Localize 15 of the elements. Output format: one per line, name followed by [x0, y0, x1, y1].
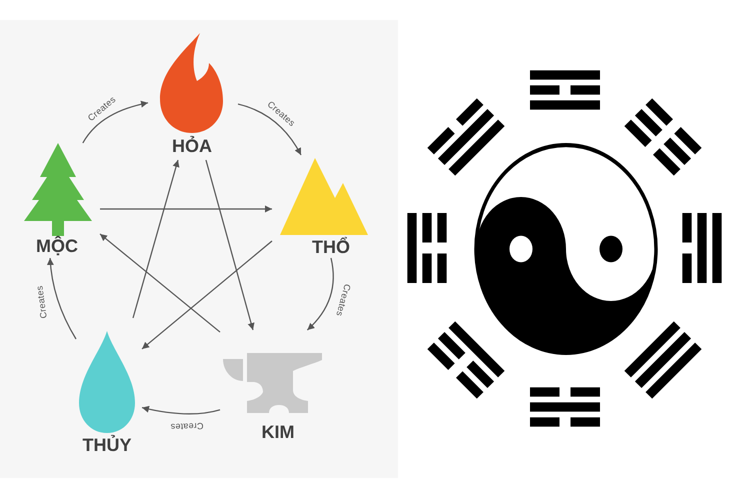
arrow — [205, 160, 254, 330]
curved-arrow — [47, 258, 77, 340]
node-label: HỎA — [172, 135, 212, 157]
arrow — [132, 160, 180, 318]
node-label: KIM — [262, 421, 294, 443]
curved-arrow — [142, 406, 220, 414]
node-label: MỘC — [36, 235, 78, 257]
arrow — [142, 240, 272, 350]
arrow — [100, 205, 272, 212]
arrow — [100, 234, 220, 333]
node-label: THỔ — [312, 236, 350, 258]
node-label: THỦY — [82, 434, 132, 456]
curved-arrow — [306, 258, 334, 330]
curved-arrow — [82, 100, 148, 144]
curved-arrow — [238, 104, 302, 156]
